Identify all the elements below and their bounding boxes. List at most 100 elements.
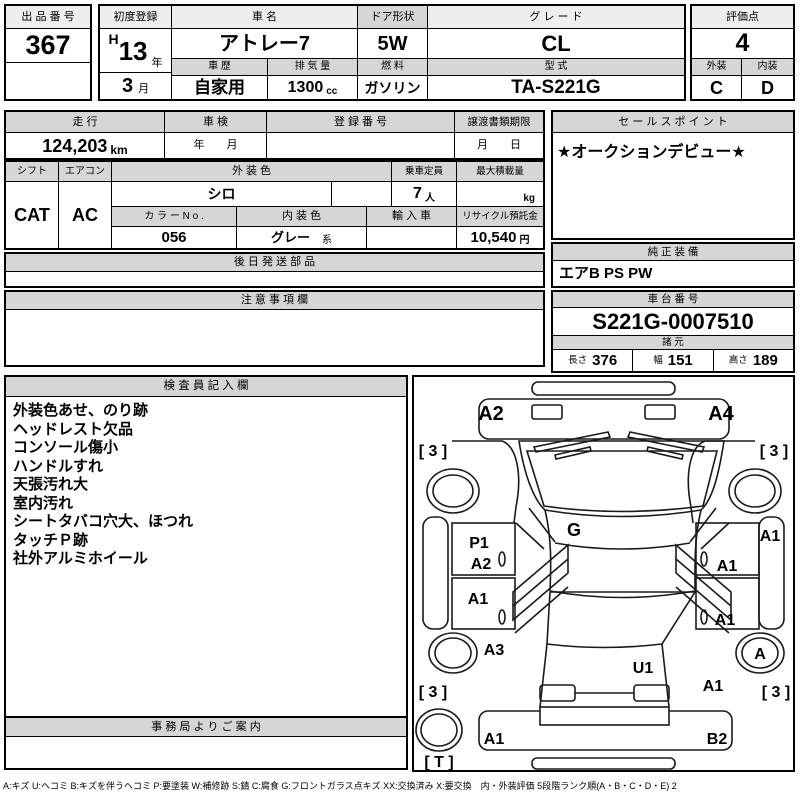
sales-point-label: セ ー ル ス ポ イ ン ト [553, 112, 793, 133]
model-code-label: 型 式 [428, 59, 684, 76]
sales-point-value: ★オークションデビュー★ [557, 144, 746, 161]
door-front-left-shape [451, 522, 516, 576]
mileage-number: 124,203 [42, 135, 108, 156]
sill-left-shape [422, 516, 449, 630]
diagram-label-quarter-right: A1 [703, 678, 724, 695]
inspector-note-line: ヘッドレスト欠品 [13, 420, 134, 438]
capacity-number: 7 [413, 185, 422, 202]
wiper-right [626, 431, 706, 453]
inspector-note-line: タッチＰ跡 [13, 531, 89, 549]
cowl-line [554, 542, 691, 550]
spec-height-value: 189 [752, 352, 778, 369]
year-value: 13 [118, 35, 148, 66]
chassis-no-label: 車 台 番 号 [553, 292, 793, 308]
wheel-front-left-rim [432, 474, 474, 508]
wheel-rear-left [428, 632, 478, 674]
interior-color-value: グレー系 [237, 227, 367, 248]
grade-label: グ レ ー ド [428, 6, 684, 29]
lot-number-empty [6, 63, 90, 99]
footer-legend: A:キズ U:ヘコミ B:キズを伴うヘコミ P:要塗装 W:補修跡 S:錆 C:… [3, 781, 677, 791]
tailgate-side-right [661, 643, 670, 708]
fender-front-left [452, 440, 520, 524]
score-box: 評価点 4 外装 C 内装 D [690, 4, 795, 101]
aircon-label: エアコン [59, 162, 111, 182]
diagram-label-door-rear-left: A1 [468, 591, 489, 608]
wiper-arm-right [646, 446, 684, 460]
interior-color-name: グレー [270, 230, 310, 245]
history-cell: 車 歴 自家用 [172, 59, 268, 99]
diagram-label-front-bumper-left: A2 [478, 403, 504, 425]
diagram-label-spare-tire: [ T ] [424, 754, 453, 770]
recycle-deposit-number: 10,540 [470, 229, 517, 246]
vehicle-diagram: A2 A4 [ 3 ] [ 3 ] [ 3 ] [ 3 ] [ T ] G P1… [415, 381, 790, 770]
tailgate-lower-band [539, 706, 670, 726]
door-shape-label: ドア形状 [358, 6, 427, 29]
door-handle-front-left [498, 551, 506, 567]
inspection-value: 年 月 [193, 139, 238, 151]
exterior-color-label: 外 装 色 [112, 162, 392, 182]
displacement-unit: cc [326, 86, 338, 97]
sill-right-shape [758, 516, 785, 630]
exterior-value: C [710, 77, 723, 98]
windshield-shape [525, 450, 719, 513]
color-no-label: カ ラ ー N o . [112, 207, 237, 227]
plate-bracket-left [539, 684, 576, 702]
interior-label: 内装 [742, 59, 793, 76]
sales-point-box: セ ー ル ス ポ イ ン ト ★オークションデビュー★ [551, 110, 795, 240]
inspector-notes-label: 検 査 員 記 入 欄 [6, 377, 406, 397]
first-registration-label: 初度登録 [100, 6, 171, 29]
diagram-label-door-rear-right: A1 [715, 612, 736, 629]
quarter-line-left-1 [512, 558, 569, 607]
diagram-label-tire-front-right: [ 3 ] [760, 443, 788, 460]
mileage-unit: km [110, 143, 128, 157]
diagram-label-door-front-right: A1 [717, 558, 738, 575]
front-lamp-right [644, 404, 676, 420]
door-handle-rear-left [498, 609, 506, 625]
caution-box: 注 意 事 項 欄 [4, 290, 545, 367]
aircon-value: AC [72, 205, 98, 225]
imported-label: 輸 入 車 [367, 207, 457, 227]
spare-tire-shape [415, 708, 463, 752]
inspector-notes-box: 検 査 員 記 入 欄 外装色あせ、のり跡 ヘッドレスト欠品 コンソール傷小 ハ… [4, 375, 408, 718]
max-load-label: 最大積載量 [457, 162, 543, 182]
score-label: 評価点 [692, 6, 793, 29]
color-no-header-row: カ ラ ー N o . 内 装 色 輸 入 車 リサイクル預託金 [112, 207, 543, 227]
interior-value: D [761, 77, 774, 98]
wheel-rear-right-rim [741, 637, 779, 669]
caution-label: 注 意 事 項 欄 [6, 292, 543, 310]
aircon-cell: エアコン AC [59, 162, 112, 248]
shift-value: CAT [14, 205, 50, 225]
car-name-value: アトレー7 [172, 29, 357, 59]
fuel-label: 燃 料 [358, 59, 427, 76]
wheel-front-right [728, 468, 782, 514]
chassis-no-value: S221G-0007510 [553, 308, 793, 336]
spec-height-cell: 高さ 189 [714, 350, 793, 371]
history-value: 自家用 [194, 78, 245, 97]
a-pillar-left-1 [528, 507, 556, 543]
inspector-note-line: ハンドルすれ [13, 457, 104, 475]
registration-no-label: 登 録 番 号 [267, 112, 454, 133]
inspection-label: 車 検 [165, 112, 266, 133]
diagram-label-front-bumper-right: A4 [708, 403, 734, 425]
exterior-interior-row: 外装 C 内装 D [692, 59, 793, 99]
transfer-deadline-value: 月 日 [477, 139, 521, 151]
equipment-box: 純 正 装 備 エアB PS PW [551, 242, 795, 288]
office-notice-label: 事 務 局 よ り ご 案 内 [6, 718, 406, 737]
diagram-label-wheel-rear-right: A [754, 646, 766, 663]
wheel-front-left [426, 468, 480, 514]
fuel-value: ガソリン [364, 79, 421, 96]
max-load-value: kg [457, 182, 543, 207]
rear-window-shape [546, 591, 697, 649]
diagram-label-tire-rear-left: [ 3 ] [419, 684, 447, 701]
exterior-color-value: シロ [112, 182, 332, 207]
spec-height-label: 高さ [728, 354, 748, 366]
